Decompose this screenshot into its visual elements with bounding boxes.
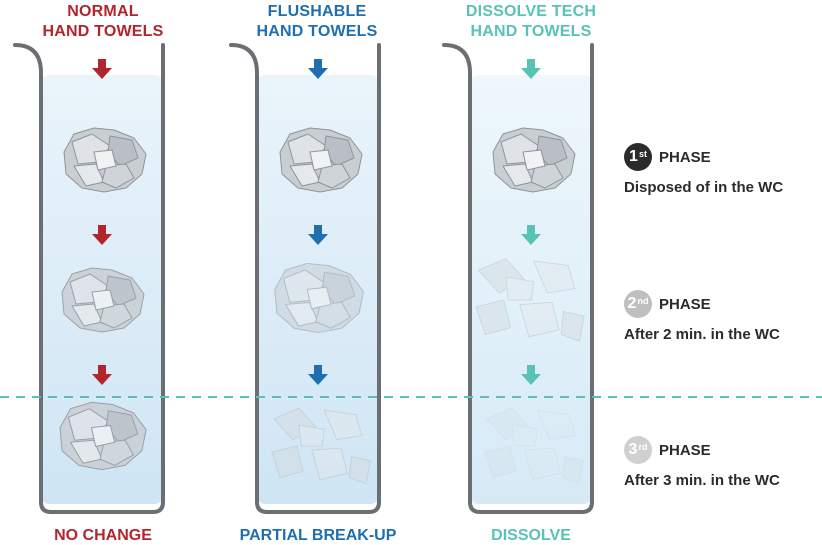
- tube-outline-normal: [13, 43, 165, 514]
- crumpled-towel-icon: [484, 407, 584, 485]
- crumpled-towel-icon: [59, 401, 147, 471]
- arrow-down-icon: [308, 225, 328, 245]
- column-title-line2: HAND TOWELS: [42, 23, 164, 40]
- column-title-line1: FLUSHABLE: [267, 3, 367, 20]
- tube-outline-flushable: [229, 43, 381, 514]
- footer-partial-break-up: PARTIAL BREAK-UP: [239, 527, 397, 544]
- phase-number: 2: [627, 295, 637, 312]
- arrow-down-icon: [92, 225, 112, 245]
- column-title-dissolve: DISSOLVE TECH HAND TOWELS: [441, 2, 621, 42]
- phase-word: PHASE: [659, 295, 711, 313]
- phase-number: 1: [629, 148, 638, 165]
- arrow-down-icon: [308, 59, 328, 79]
- crumpled-towel-icon: [279, 127, 363, 193]
- phase-number: 3: [628, 441, 638, 458]
- column-title-normal: NORMAL HAND TOWELS: [13, 2, 193, 42]
- arrow-down-icon: [521, 225, 541, 245]
- column-title-line2: HAND TOWELS: [470, 23, 592, 40]
- phase-word: PHASE: [659, 441, 711, 459]
- phase-description: Disposed of in the WC: [624, 179, 784, 196]
- column-title-line1: NORMAL: [67, 3, 139, 20]
- column-title-flushable: FLUSHABLE HAND TOWELS: [227, 2, 407, 42]
- phase-description: After 2 min. in the WC: [624, 326, 780, 343]
- arrow-down-icon: [521, 365, 541, 385]
- tube-outline-dissolve: [442, 43, 594, 514]
- arrow-down-icon: [308, 365, 328, 385]
- phase-suffix: st: [638, 149, 647, 159]
- crumpled-towel-icon: [475, 258, 585, 342]
- crumpled-towel-icon: [492, 127, 576, 193]
- column-title-line1: DISSOLVE TECH: [465, 3, 597, 20]
- crumpled-towel-icon: [271, 407, 371, 485]
- crumpled-towel-icon: [63, 127, 147, 193]
- crumpled-towel-icon: [61, 267, 145, 333]
- footer-dissolve: DISSOLVE: [491, 527, 571, 544]
- phase-word: PHASE: [659, 148, 711, 166]
- arrow-down-icon: [521, 59, 541, 79]
- crumpled-towel-icon: [274, 262, 364, 334]
- phase-suffix: nd: [637, 296, 649, 306]
- phase-description: After 3 min. in the WC: [624, 472, 780, 489]
- footer-no-change: NO CHANGE: [54, 527, 152, 544]
- phase-suffix: rd: [638, 442, 648, 452]
- arrow-down-icon: [92, 365, 112, 385]
- arrow-down-icon: [92, 59, 112, 79]
- column-title-line2: HAND TOWELS: [256, 23, 378, 40]
